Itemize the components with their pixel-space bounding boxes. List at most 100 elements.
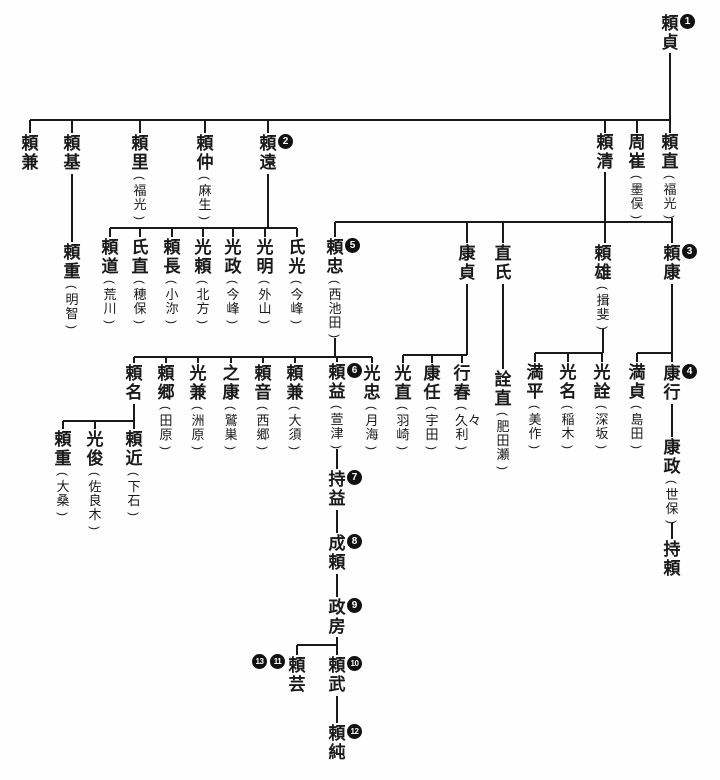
connector-line — [336, 696, 338, 723]
person-p27: 頼音(西郷) — [251, 364, 275, 454]
person-p7: 頼清 — [593, 133, 617, 171]
vertical-paren-open-icon: ( — [224, 406, 238, 410]
person-p14: 光頼(北方) — [191, 238, 215, 328]
vertical-paren-open-icon: ( — [103, 280, 117, 284]
connector-line — [636, 353, 638, 362]
connector-line — [139, 228, 141, 237]
vertical-paren-close-icon: ) — [561, 445, 575, 449]
person-name: 頼貞 — [661, 14, 679, 52]
person-p20: 直氏 — [491, 244, 515, 282]
connector-line — [62, 421, 64, 429]
person-name: 頼遠 — [259, 134, 277, 172]
connector-line — [402, 355, 404, 363]
connector-line — [466, 222, 468, 243]
vertical-paren-close-icon: ) — [165, 320, 179, 324]
vertical-paren-open-icon: ( — [226, 280, 240, 284]
person-name: 頼益 — [328, 363, 346, 401]
person-name: 光政 — [224, 238, 242, 276]
vertical-paren-open-icon: ( — [198, 176, 212, 180]
person-p33: 行春(久々利) — [450, 364, 482, 454]
person-branch: 揖斐 — [596, 293, 610, 322]
vertical-paren-open-icon: ( — [65, 285, 79, 289]
connector-line — [334, 222, 336, 237]
person-branch: 肥田瀬 — [496, 419, 510, 462]
person-branch: 西池田 — [328, 287, 342, 330]
person-branch: 久々利 — [455, 413, 482, 442]
connector-line — [133, 421, 135, 429]
connector-line — [604, 120, 606, 133]
person-p13: 頼長(小沵) — [160, 238, 184, 328]
connector-line — [29, 120, 31, 133]
person-name: 持頼 — [663, 540, 681, 578]
person-name: 康任 — [423, 364, 441, 402]
connector-line — [139, 120, 141, 133]
connector-line — [133, 357, 135, 363]
vertical-paren-close-icon: ) — [103, 320, 117, 324]
person-branch: 墨俣 — [630, 182, 644, 211]
person-name: 頼兼 — [286, 364, 304, 402]
person-name: 持益 — [328, 470, 346, 508]
person-branch: 大桑 — [56, 479, 70, 508]
person-p42: 頼重(大桑) — [51, 430, 75, 520]
connector-line — [204, 120, 206, 133]
person-name: 光詮 — [593, 363, 611, 401]
vertical-paren-open-icon: ( — [159, 406, 173, 410]
connector-line — [461, 355, 463, 363]
person-name: 頼芸 — [288, 656, 306, 694]
person-name: 頼清 — [596, 133, 614, 171]
connector-line — [336, 449, 338, 469]
connector-line — [197, 357, 199, 363]
person-name: 光名 — [559, 363, 577, 401]
person-name: 氏直 — [131, 238, 149, 276]
person-name: 氏光 — [288, 238, 306, 276]
person-name: 成頼 — [328, 534, 346, 572]
succession-badge: 5 — [345, 238, 360, 253]
person-branch: 小沵 — [165, 287, 179, 316]
vertical-paren-open-icon: ( — [328, 280, 342, 284]
connector-line — [403, 354, 467, 356]
person-p11: 頼道(荒川) — [98, 238, 122, 328]
person-p30: 光忠(月海) — [360, 364, 384, 454]
person-branch: 外山 — [258, 287, 272, 316]
person-p28: 頼兼(大須) — [283, 364, 307, 454]
connector-line — [502, 222, 504, 243]
person-p3: 頼基 — [60, 134, 84, 172]
person-branch: 世保 — [665, 487, 679, 516]
connector-line — [134, 356, 372, 358]
vertical-paren-close-icon: ) — [455, 446, 469, 450]
vertical-paren-close-icon: ) — [528, 445, 542, 449]
person-name: 康行 — [663, 364, 681, 402]
vertical-paren-close-icon: ) — [198, 216, 212, 220]
person-name: 頼仲 — [196, 134, 214, 172]
vertical-paren-close-icon: ) — [88, 526, 102, 530]
vertical-paren-close-icon: ) — [665, 520, 679, 524]
connector-line — [336, 574, 338, 597]
person-branch: 深坂 — [595, 412, 609, 441]
connector-line — [671, 218, 673, 243]
connector-line — [294, 357, 296, 363]
vertical-paren-open-icon: ( — [133, 176, 147, 180]
person-p37: 光詮(深坂) — [590, 363, 614, 453]
person-branch: 北方 — [196, 287, 210, 316]
connector-line — [502, 284, 504, 369]
person-name: 頼基 — [63, 134, 81, 172]
connector-line — [431, 355, 433, 363]
person-p5: 頼仲(麻生) — [193, 134, 217, 224]
vertical-paren-close-icon: ) — [396, 446, 410, 450]
vertical-paren-open-icon: ( — [133, 280, 147, 284]
person-name: 康貞 — [458, 244, 476, 282]
vertical-paren-open-icon: ( — [288, 406, 302, 410]
vertical-paren-open-icon: ( — [256, 406, 270, 410]
connector-line — [336, 357, 338, 362]
succession-badge: 13 — [252, 654, 267, 669]
vertical-paren-close-icon: ) — [159, 446, 173, 450]
person-p24: 頼郷(田原) — [154, 364, 178, 454]
person-p21: 頼雄(揖斐) — [591, 244, 615, 334]
person-p4: 頼里(福光) — [128, 134, 152, 224]
person-p19: 康貞 — [455, 244, 479, 282]
connector-line — [336, 637, 338, 645]
